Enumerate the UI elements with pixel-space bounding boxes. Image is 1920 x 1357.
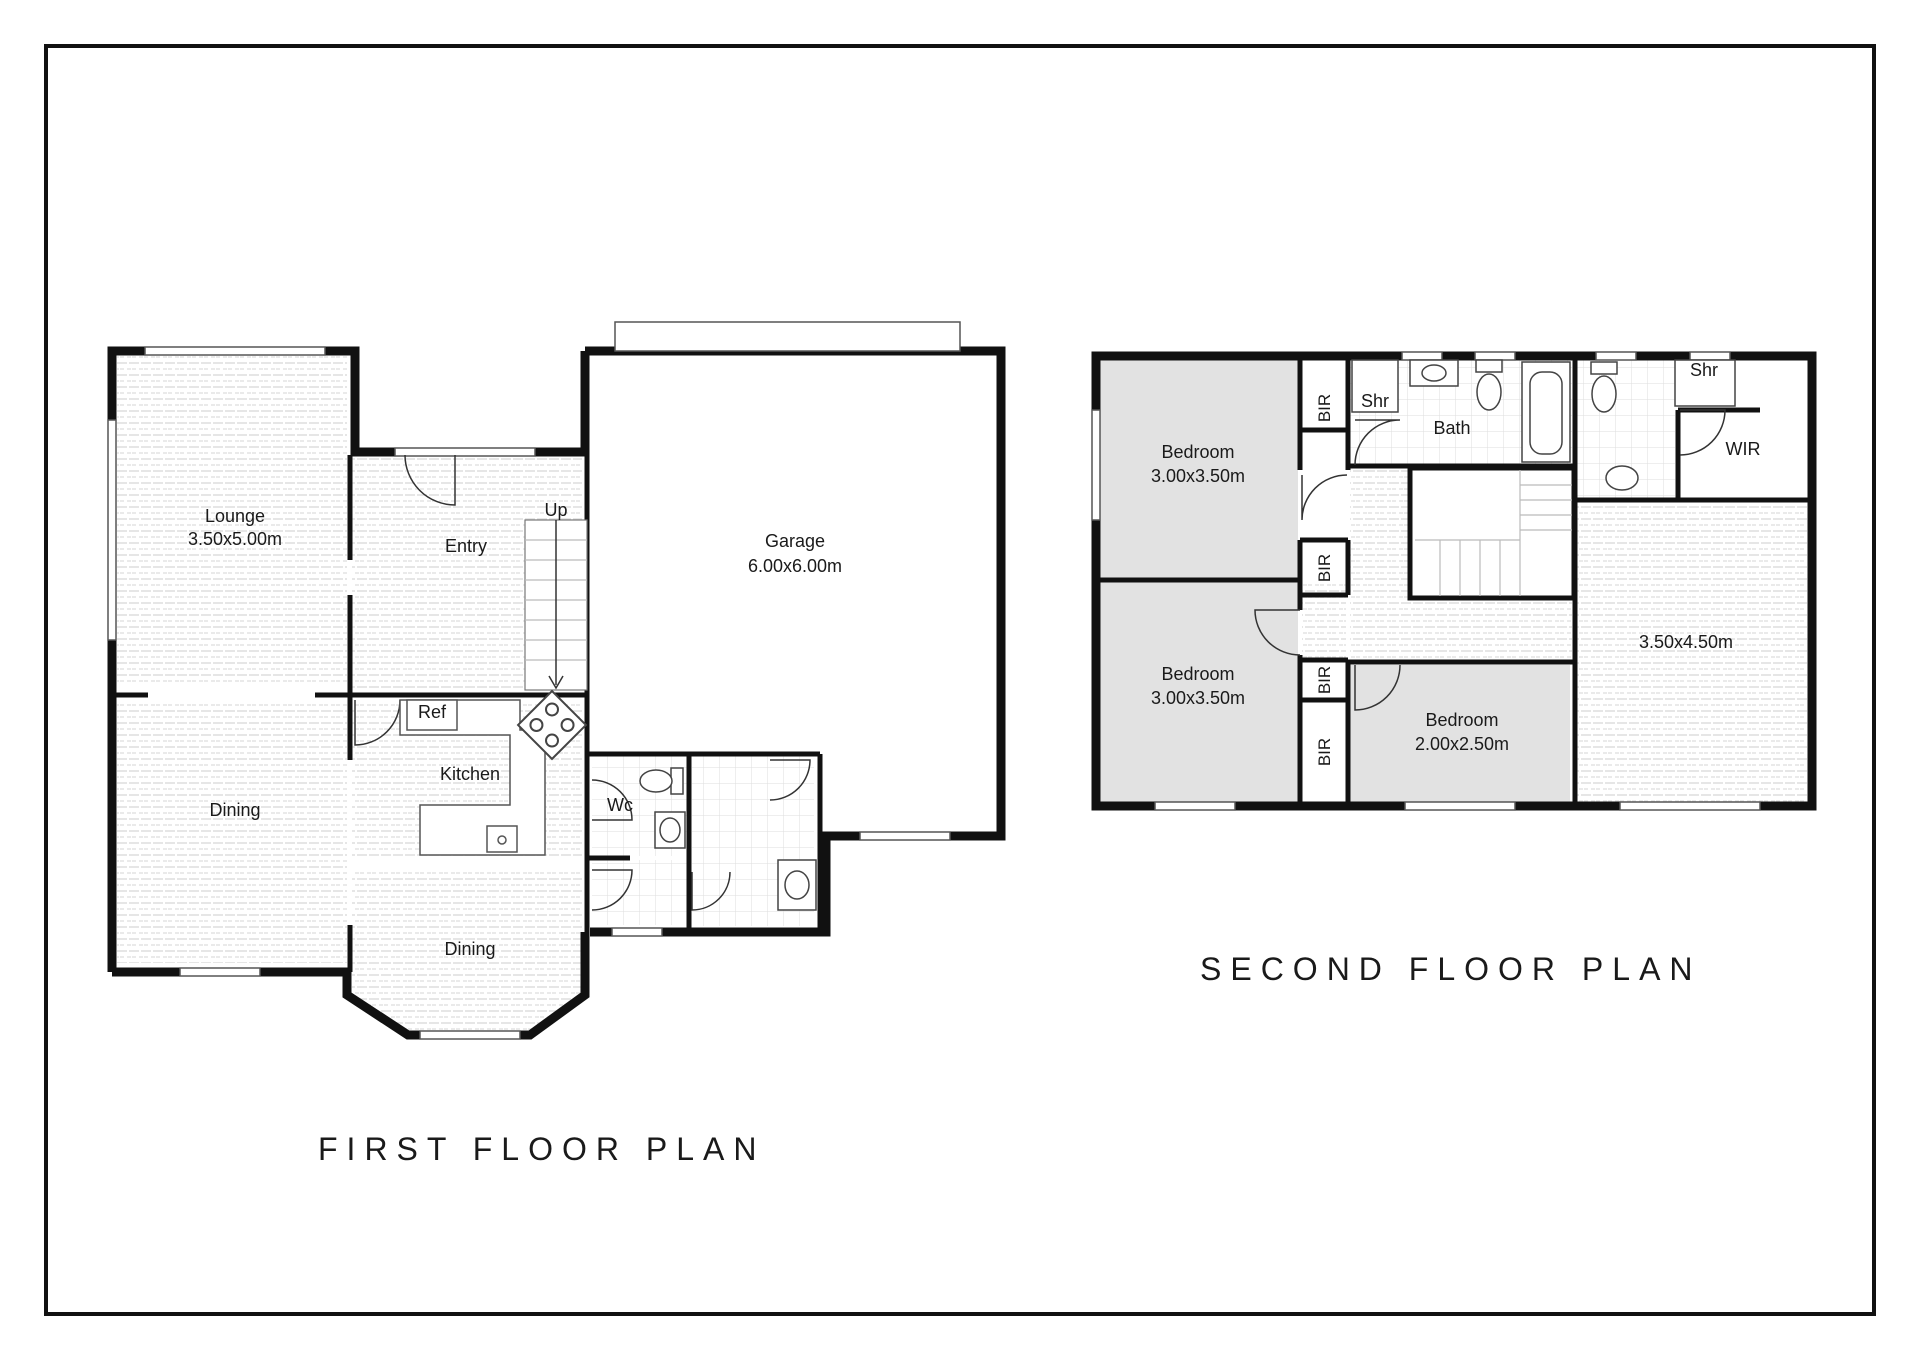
bath-window	[1401, 351, 1443, 361]
kitchen-door-swing	[354, 699, 401, 746]
hall-floor	[592, 860, 688, 925]
bed2-door-swing	[1254, 609, 1301, 656]
ensuite-window	[1595, 351, 1637, 361]
bedroom2-size: 3.00x3.50m	[1151, 688, 1245, 708]
kitchen-label: Kitchen	[440, 764, 500, 784]
wc-door-swing	[591, 779, 633, 821]
bedroom1-floor	[1100, 360, 1298, 578]
master-bottom-window	[1619, 801, 1761, 811]
bed2-bottom-window	[1154, 801, 1236, 811]
wir-door-swing	[1679, 409, 1726, 456]
kitchen-counter	[399, 699, 546, 856]
bed3-bottom-window	[1404, 801, 1516, 811]
hall-door-swing	[591, 869, 633, 911]
lounge-size: 3.50x5.00m	[188, 529, 282, 549]
laundry-lower-door	[691, 871, 731, 911]
bed1-side-window	[1091, 409, 1101, 521]
bedroom2-floor	[1100, 582, 1298, 802]
hall-window	[611, 927, 663, 937]
second-floor-plan: Bedroom 3.00x3.50m Bedroom 3.00x3.50m Be…	[1091, 351, 1817, 987]
shower-1	[1351, 359, 1399, 413]
up-label: Up	[544, 500, 567, 520]
entry-label: Entry	[445, 536, 487, 556]
laundry-tub-icon	[777, 859, 817, 911]
dining-left-floor	[117, 700, 347, 963]
stair-void	[1407, 465, 1577, 601]
toilet-icon	[639, 767, 684, 795]
bedroom2-label: Bedroom	[1161, 664, 1234, 684]
sheet-border	[44, 44, 1876, 1316]
ensuite-window-2	[1689, 351, 1731, 361]
wir-label: WIR	[1726, 439, 1761, 459]
lounge-floor	[117, 355, 347, 685]
ensuite-basin-icon	[1605, 465, 1639, 491]
master-floor	[1575, 500, 1807, 802]
bedroom1-label: Bedroom	[1161, 442, 1234, 462]
ff-wall-bay	[112, 932, 590, 1040]
dining-bay-floor	[352, 870, 582, 1030]
bay-window	[419, 1030, 521, 1040]
bedroom3-size: 2.00x2.50m	[1415, 734, 1509, 754]
garage-side-window	[859, 831, 951, 841]
fridge	[406, 699, 458, 731]
ref-label: Ref	[418, 702, 447, 722]
bedroom3-label: Bedroom	[1425, 710, 1498, 730]
ensuite-toilet-icon	[1590, 361, 1618, 413]
stair-arrow	[548, 520, 564, 690]
bedroom3-floor	[1350, 665, 1570, 802]
bath-window-2	[1474, 351, 1516, 361]
master-size: 3.50x4.50m	[1639, 632, 1733, 652]
shr-1-label: Shr	[1361, 391, 1389, 411]
first-floor-plan: Lounge 3.50x5.00m Up Entry Garage 6.00x6…	[107, 321, 1006, 1167]
second-floor-title: SECOND FLOOR PLAN	[1200, 951, 1702, 987]
bed1-door-swing	[1301, 474, 1348, 521]
bath-toilet-icon	[1475, 359, 1503, 411]
bir-2-label: BIR	[1315, 554, 1334, 582]
bath-label: Bath	[1433, 418, 1470, 438]
wc-basin-icon	[654, 811, 686, 849]
bir-3-label: BIR	[1315, 666, 1334, 694]
bath-door-swing	[1354, 419, 1401, 466]
cooktop-icon	[516, 689, 588, 761]
garage-door-frame	[614, 321, 961, 352]
bedroom1-size: 3.00x3.50m	[1151, 466, 1245, 486]
lounge-side-window	[107, 419, 117, 641]
dining-bottom-label: Dining	[444, 939, 495, 959]
shr-2-label: Shr	[1690, 360, 1718, 380]
dining-left-label: Dining	[209, 800, 260, 820]
bathtub-icon	[1521, 361, 1571, 463]
wc-label: Wc	[607, 795, 633, 815]
bir-4-label: BIR	[1315, 738, 1334, 766]
entry-top-window	[394, 447, 536, 457]
garage-size: 6.00x6.00m	[748, 556, 842, 576]
entry-door-swing	[404, 454, 456, 506]
lounge-label: Lounge	[205, 506, 265, 526]
bed3-door-swing	[1354, 664, 1401, 711]
laundry-door-swing	[769, 759, 811, 801]
lounge-top-window	[144, 346, 326, 356]
bath-vanity-icon	[1409, 359, 1459, 387]
dining-bottom-window	[179, 967, 261, 977]
bir-1-label: BIR	[1315, 394, 1334, 422]
landing-left-floor	[1302, 580, 1346, 660]
first-floor-title: FIRST FLOOR PLAN	[318, 1131, 765, 1167]
garage-label: Garage	[765, 531, 825, 551]
shower-2	[1674, 359, 1736, 407]
